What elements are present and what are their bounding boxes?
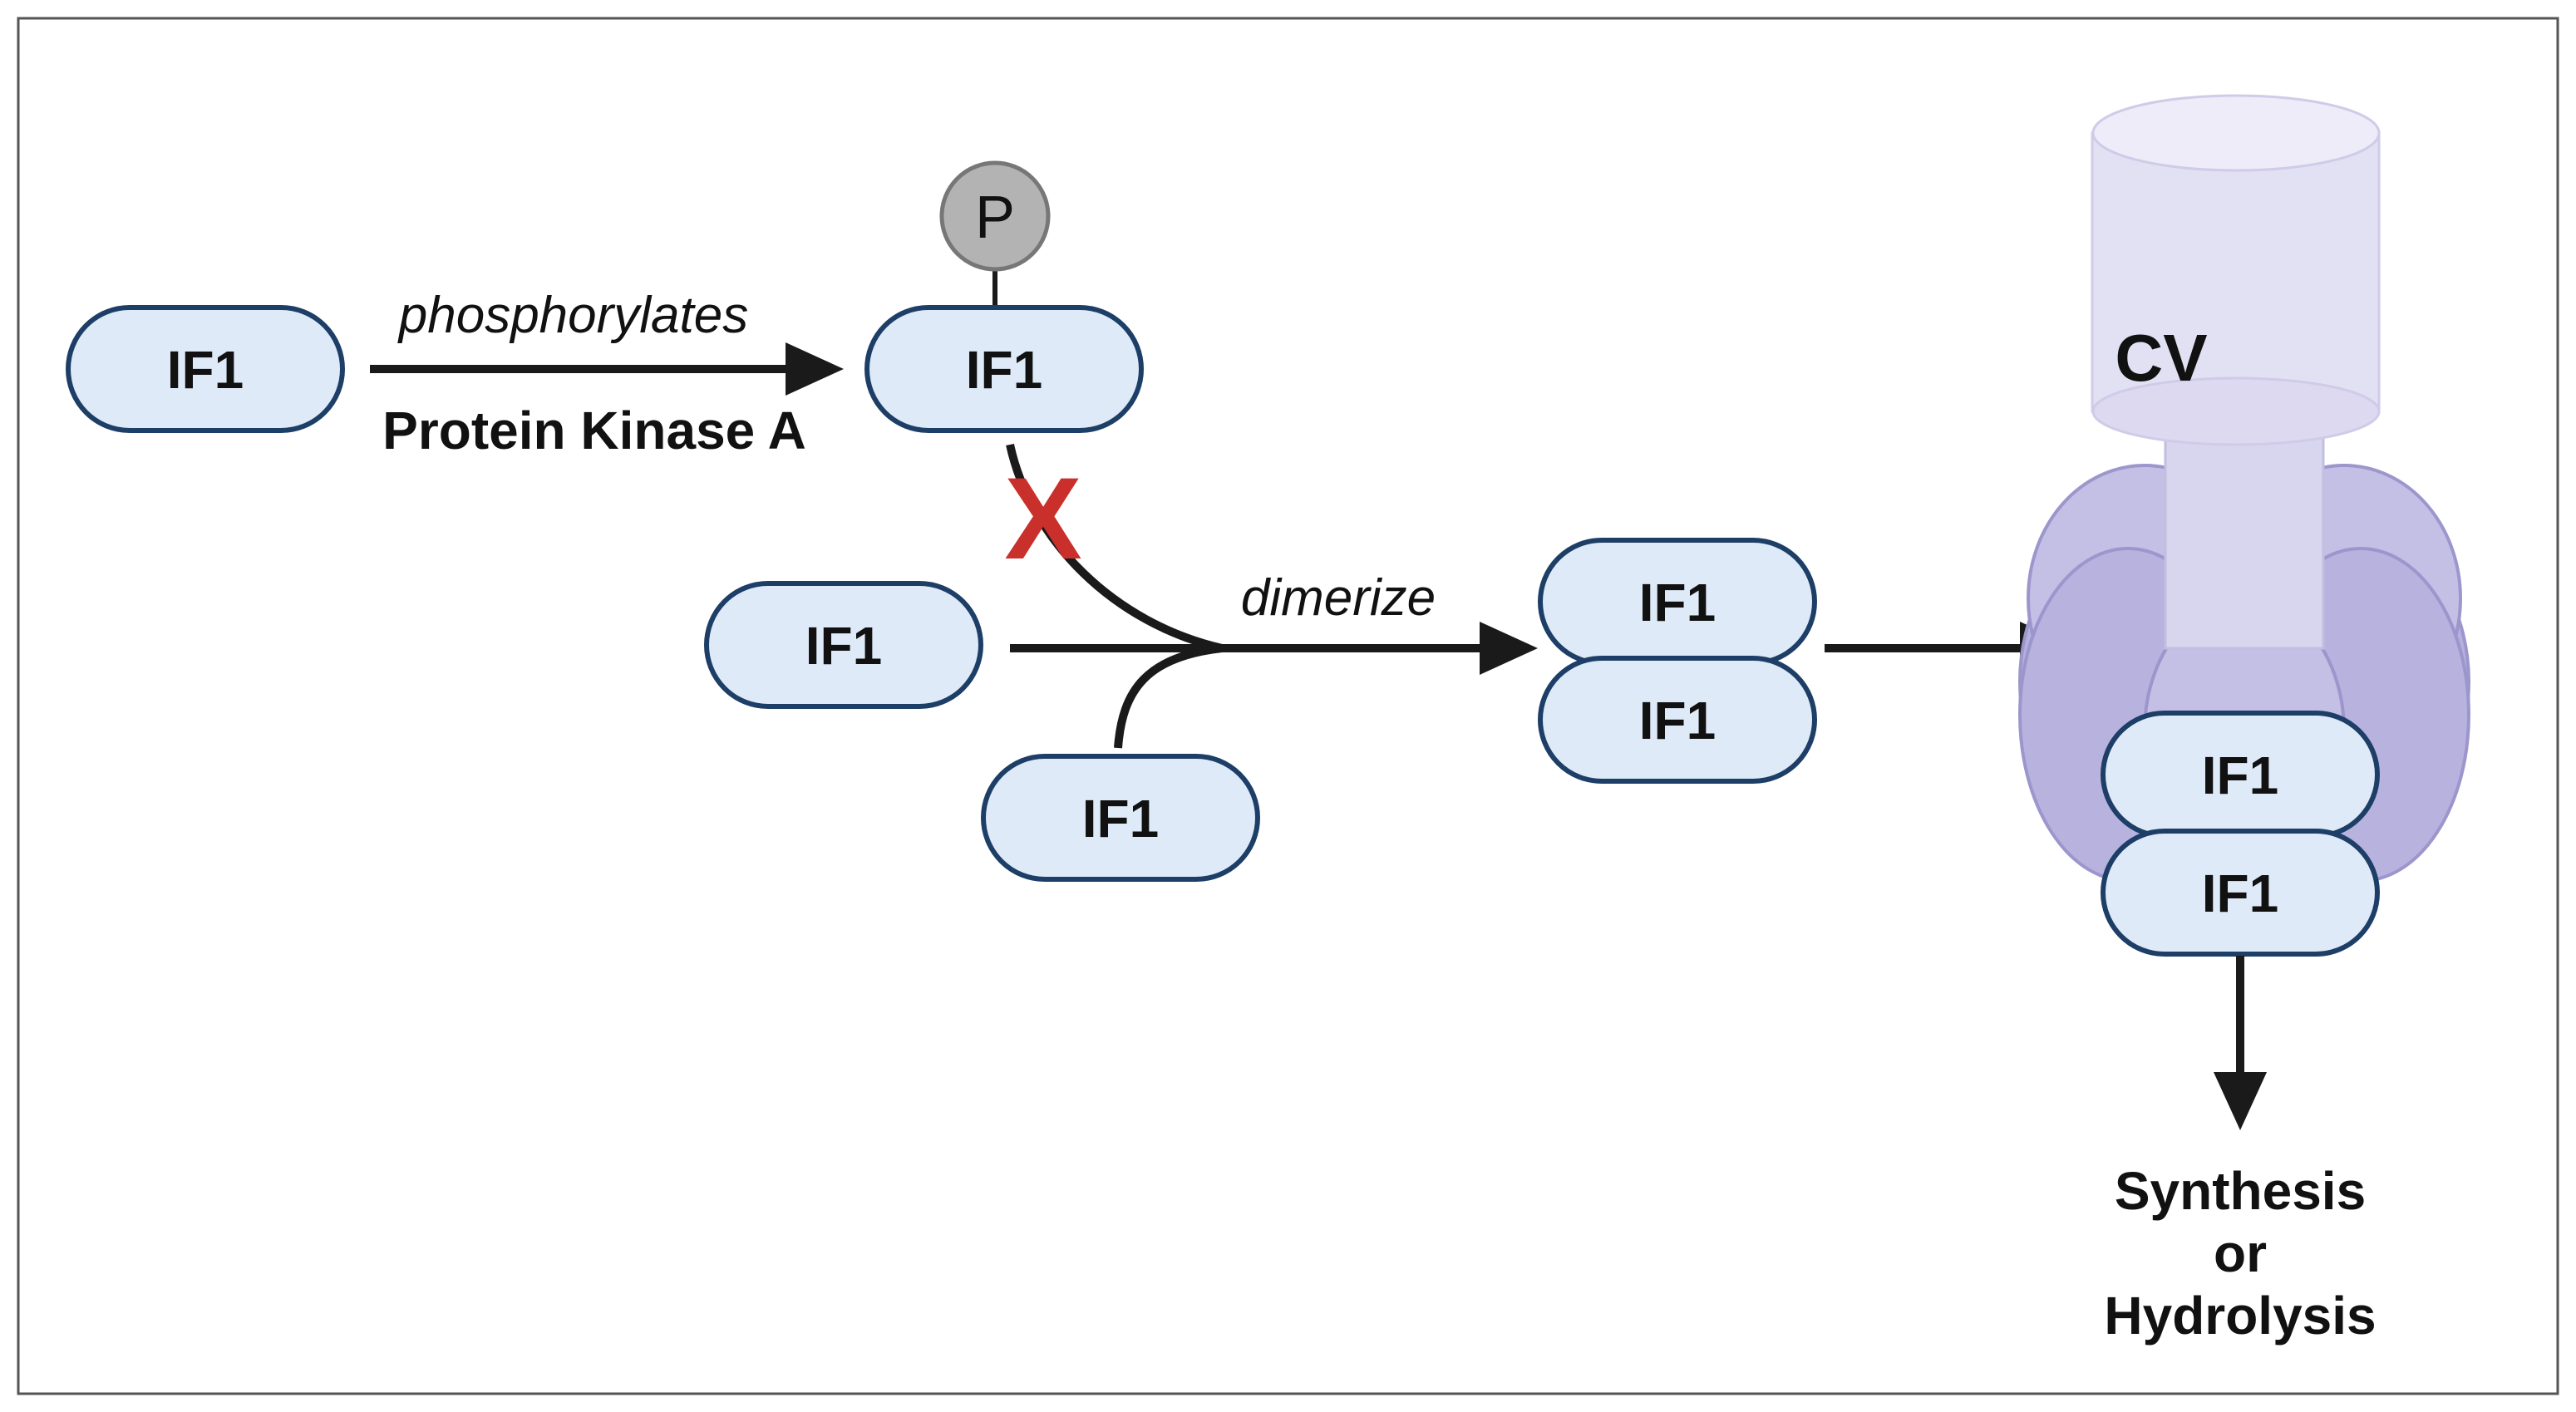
phosphate-label: P [975, 184, 1015, 251]
if1-unphosphorylated: IF1 [66, 305, 345, 433]
if1-label: IF1 [1639, 691, 1716, 750]
dimerization-arrow [1010, 622, 1538, 749]
if1-phosphorylated: IF1 [864, 305, 1144, 433]
phosphorylates-label: phosphorylates [397, 287, 749, 344]
if1-label: IF1 [1082, 789, 1159, 849]
if1-label: IF1 [1639, 573, 1716, 632]
if1-label: IF1 [2202, 863, 2278, 923]
outcome-arrow [2214, 956, 2267, 1130]
if1-dimer-bound: IF1 IF1 [2101, 711, 2380, 957]
blocked-mark: X [1004, 453, 1081, 583]
dimerize-label: dimerize [1241, 569, 1436, 627]
blocked-path [1006, 443, 1224, 652]
if1-label: IF1 [805, 616, 882, 676]
outcome-or: or [2214, 1223, 2267, 1283]
if1-label: IF1 [167, 340, 244, 400]
phosphorylation-arrow [370, 342, 844, 396]
if1-label: IF1 [2202, 745, 2278, 805]
kinase-label: Protein Kinase A [382, 401, 806, 460]
if1-monomer-b: IF1 [981, 754, 1260, 882]
if1-monomer-a: IF1 [704, 581, 983, 709]
complex-v-label: CV [2115, 321, 2207, 395]
if1-label: IF1 [966, 340, 1042, 400]
outcome-hydrolysis: Hydrolysis [2104, 1286, 2376, 1346]
if1-dimer: IF1 IF1 [1538, 538, 1817, 784]
outcome-synthesis: Synthesis [2115, 1161, 2366, 1221]
outcome-label: Synthesis or Hydrolysis [2104, 1161, 2376, 1346]
phosphate-group: P [939, 160, 1051, 309]
